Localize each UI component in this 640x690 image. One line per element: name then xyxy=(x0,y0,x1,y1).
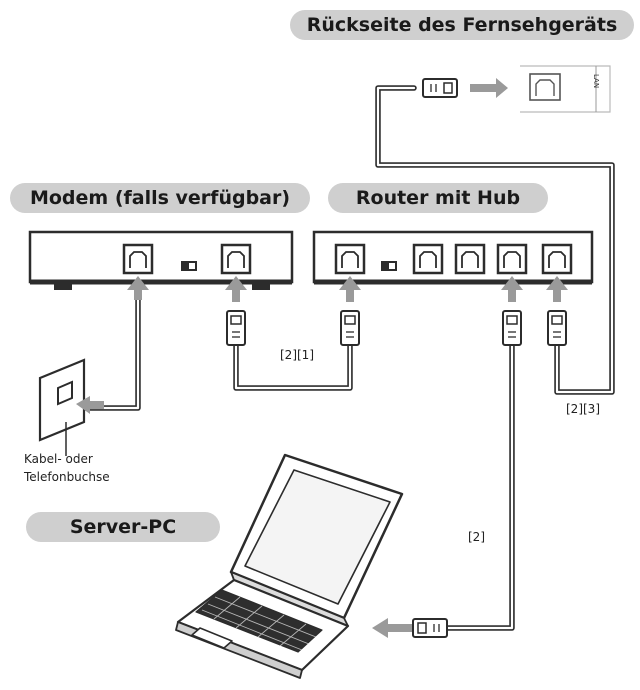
cable-label-router-pc: [2] xyxy=(468,530,485,544)
tv-lan-port xyxy=(520,65,611,113)
wall-socket-label-line1: Kabel- oder xyxy=(24,452,93,466)
arrow-icon xyxy=(76,78,568,638)
router-device xyxy=(312,230,594,285)
lan-port-icon xyxy=(496,243,528,275)
router-label: Router mit Hub xyxy=(328,183,548,213)
modem-device xyxy=(28,230,294,290)
wall-socket-label-line2: Telefonbuchse xyxy=(24,470,110,484)
wall-socket-icon xyxy=(38,358,86,456)
cable-router-to-pc xyxy=(445,343,515,631)
lan-port-icon xyxy=(541,243,573,275)
cable-wall-to-modem xyxy=(83,281,141,411)
cable-label-router-tv: [2][3] xyxy=(566,402,600,416)
tv-back-label: Rückseite des Fernsehgeräts xyxy=(290,10,634,40)
lan-port-icon xyxy=(122,243,154,275)
cable-label-modem-router: [2][1] xyxy=(280,348,314,362)
laptop-icon xyxy=(175,453,404,679)
lan-port-icon xyxy=(454,243,486,275)
tv-port-label: LAN xyxy=(592,74,600,89)
lan-port-icon xyxy=(220,243,252,275)
lan-port-icon xyxy=(334,243,366,275)
lan-port-icon xyxy=(412,243,444,275)
server-pc-label: Server-PC xyxy=(26,512,220,542)
modem-label: Modem (falls verfügbar) xyxy=(10,183,310,213)
